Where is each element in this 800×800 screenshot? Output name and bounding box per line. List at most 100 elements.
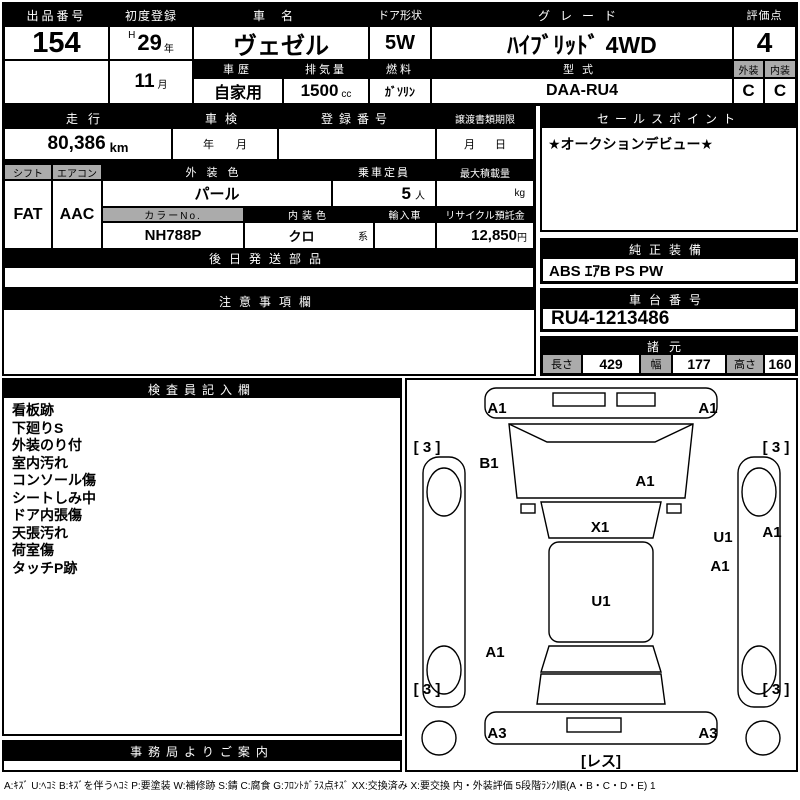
notes-section: 注意事項欄 <box>2 290 536 376</box>
sales-point-value: ★オークションデビュー★ <box>548 136 714 152</box>
office-notice-area <box>4 761 400 770</box>
first-registration-year-cell: H 29 年 <box>109 26 193 60</box>
aircon-value: AAC <box>52 180 102 249</box>
interior-color-label: 内装色 <box>244 207 374 222</box>
inspection-value-cell: 年 月 <box>172 128 278 160</box>
spec-height-label: 高さ <box>726 354 764 374</box>
damage-marker: A3 <box>487 725 506 742</box>
car-name-value: ヴェゼル <box>193 26 369 60</box>
notes-area <box>4 310 534 374</box>
mileage-value-cell: 80,386 km <box>4 128 172 160</box>
first-registration-label: 初度登録 <box>109 4 193 26</box>
car-diagram-section: A1 A1 [ 3 ] [ 3 ] B1 A1 X1 U1 A1 A1 U1 A… <box>405 378 798 772</box>
recycle-deposit-value: 12,850 <box>471 227 517 244</box>
inspector-note-item: 下廻りS <box>12 419 64 436</box>
car-name-label: 車名 <box>193 4 369 26</box>
later-parts-label: 後日発送部品 <box>4 249 534 267</box>
damage-marker: A3 <box>698 725 717 742</box>
grade-label: グレード <box>431 4 733 26</box>
equipment-label: 純正装備 <box>542 240 796 258</box>
inspector-note-item: タッチP跡 <box>12 559 78 576</box>
mileage-section: 走行 80,386 km 車検 年 月 登録番号 譲渡書類期限 月 日 <box>2 106 536 162</box>
chassis-number-label: 車台番号 <box>542 290 796 308</box>
shift-value: FAT <box>4 180 52 249</box>
damage-marker: [ 3 ] <box>763 439 790 456</box>
transfer-deadline-label: 譲渡書類期限 <box>436 108 534 128</box>
shift-label: シフト <box>4 164 52 180</box>
spec-height-value: 160 <box>764 354 796 374</box>
era-code: H <box>128 30 136 41</box>
exterior-grade-label: 外装 <box>733 60 764 78</box>
left-mirror-shape <box>520 503 536 514</box>
left-side-panel-shape <box>422 456 466 708</box>
max-load-label: 最大積載量 <box>436 164 534 180</box>
inspector-note-item: 室内汚れ <box>12 454 68 471</box>
office-notice-label: 事務局よりご案内 <box>4 742 400 761</box>
sales-point-area: ★オークションデビュー★ <box>542 128 796 230</box>
equipment-section: 純正装備 ABS ｴｱB PS PW <box>540 238 798 284</box>
damage-marker: A1 <box>485 644 504 661</box>
damage-marker: X1 <box>591 519 609 536</box>
legend: A:ｷｽﾞ U:ﾍｺﾐ B:ｷｽﾞを伴うﾍｺﾐ P:要塗装 W:補修跡 S:錆 … <box>4 781 656 792</box>
damage-marker: B1 <box>479 455 498 472</box>
aircon-label: エアコン <box>52 164 102 180</box>
inspection-month-unit: 月 <box>236 139 247 151</box>
recycle-deposit-unit: 円 <box>517 233 527 244</box>
first-reg-year: 29 <box>137 30 162 55</box>
import-car-label: 輸入車 <box>374 207 436 222</box>
sales-point-section: セールスポイント ★オークションデビュー★ <box>540 106 798 232</box>
spare-left-wheel-shape <box>421 720 457 756</box>
model-code-label: 型式 <box>431 60 733 78</box>
specs-label: 諸元 <box>542 338 796 354</box>
inspector-notes-section: 検査員記入欄 看板跡 下廻りS 外装のり付 室内汚れ コンソール傷 シートしみ中… <box>2 378 402 736</box>
damage-marker: [ 3 ] <box>763 681 790 698</box>
notes-label: 注意事項欄 <box>4 292 534 310</box>
damage-marker: [ 3 ] <box>414 681 441 698</box>
mileage-value: 80,386 <box>47 133 106 154</box>
grade-value: ﾊｲﾌﾞﾘｯﾄﾞ 4WD <box>431 26 733 60</box>
inspector-note-item: 外装のり付 <box>12 437 82 453</box>
inspector-notes-label: 検査員記入欄 <box>4 380 400 398</box>
max-load-unit: kg <box>514 188 525 199</box>
displacement-unit: cc <box>341 89 352 100</box>
import-car-value <box>374 222 436 249</box>
trunk-shape <box>536 673 666 705</box>
year-unit: 年 <box>163 44 174 55</box>
max-load-value-cell: kg <box>436 180 534 207</box>
door-shape-label: ドア形状 <box>369 4 431 26</box>
rear-window-shape <box>540 645 662 673</box>
front-grille-shape <box>616 392 656 407</box>
car-history-label: 車歴 <box>193 60 283 78</box>
headlight-line <box>508 423 694 443</box>
equipment-value: ABS ｴｱB PS PW <box>542 258 796 282</box>
rear-bumper-shape <box>484 711 718 745</box>
exterior-grade-value: C <box>733 78 764 104</box>
damage-marker: A1 <box>698 400 717 417</box>
right-mirror-shape <box>666 503 682 514</box>
hood-shape <box>508 423 694 499</box>
car-history-value: 自家用 <box>193 78 283 104</box>
capacity-value: 5 <box>401 183 411 203</box>
damage-marker: U1 <box>713 529 732 546</box>
first-reg-month: 11 <box>134 71 155 92</box>
auction-number-value: 154 <box>4 26 109 60</box>
damage-marker: A1 <box>635 473 654 490</box>
interior-grade-value: C <box>764 78 796 104</box>
rear-left-wheel-shape <box>426 645 462 695</box>
spec-width-value: 177 <box>672 354 726 374</box>
rear-plate-shape <box>566 717 622 733</box>
interior-color-value: クロ <box>288 229 315 244</box>
car-outline <box>421 387 781 756</box>
inspection-year-unit: 年 <box>203 139 214 151</box>
first-registration-month-cell: 11 月 <box>109 60 193 104</box>
office-notice-section: 事務局よりご案内 <box>2 740 402 772</box>
rear-right-wheel-shape <box>741 645 777 695</box>
score-label: 評価点 <box>733 4 796 26</box>
fuel-label: 燃料 <box>369 60 431 78</box>
fuel-value: ｶﾞｿﾘﾝ <box>369 78 431 104</box>
right-side-panel-shape <box>737 456 781 708</box>
damage-marker: [ 3 ] <box>414 439 441 456</box>
score-value: 4 <box>733 26 796 60</box>
roof-shape <box>548 541 654 643</box>
spec-width-label: 幅 <box>640 354 672 374</box>
